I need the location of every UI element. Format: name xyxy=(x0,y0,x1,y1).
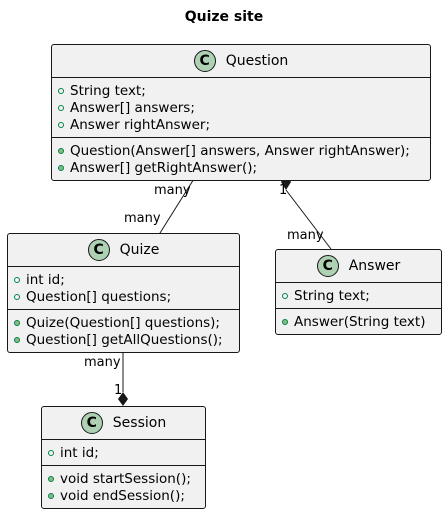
label-quize-session-to: 1 xyxy=(114,383,122,398)
class-question-attributes: String text; Answer[] answers; Answer ri… xyxy=(52,78,430,137)
public-attribute-icon xyxy=(282,292,288,299)
public-method-icon xyxy=(48,492,54,499)
attribute-row: int id; xyxy=(14,271,233,288)
edge-question-answer xyxy=(285,189,332,250)
public-method-icon xyxy=(282,318,288,325)
method-row: Question[] getAllQuestions(); xyxy=(14,331,233,348)
class-session-name: Session xyxy=(112,415,167,431)
diagram-title: Quize site xyxy=(184,9,264,25)
class-answer-name: Answer xyxy=(348,258,401,274)
attribute-text: Answer[] answers; xyxy=(70,99,195,116)
method-text: void endSession(); xyxy=(60,487,185,504)
method-text: Answer(String text) xyxy=(294,313,426,330)
method-row: Question(Answer[] answers, Answer rightA… xyxy=(58,142,424,159)
label-quize-session-from: many xyxy=(84,355,121,370)
class-badge-icon: C xyxy=(80,412,103,434)
method-row: void endSession(); xyxy=(48,487,199,504)
class-question: C Question String text; Answer[] answers… xyxy=(51,44,431,181)
attribute-row: int id; xyxy=(48,444,199,461)
method-text: void startSession(); xyxy=(60,470,191,487)
class-session-methods: void startSession(); void endSession(); xyxy=(42,465,205,508)
class-question-header: C Question xyxy=(52,45,430,78)
class-badge-icon: C xyxy=(193,50,216,72)
class-badge-icon: C xyxy=(87,239,110,261)
public-method-icon xyxy=(48,475,54,482)
method-row: Quize(Question[] questions); xyxy=(14,314,233,331)
attribute-text: String text; xyxy=(294,287,370,304)
method-text: Answer[] getRightAnswer(); xyxy=(70,159,258,176)
class-answer: C Answer String text; Answer(String text… xyxy=(275,249,442,335)
public-attribute-icon xyxy=(58,104,64,111)
class-question-methods: Question(Answer[] answers, Answer rightA… xyxy=(52,137,430,180)
class-quize: C Quize int id; Question[] questions; Qu… xyxy=(7,233,240,353)
public-attribute-icon xyxy=(14,276,20,283)
public-method-icon xyxy=(14,336,20,343)
class-quize-name: Quize xyxy=(119,242,160,258)
class-question-name: Question xyxy=(225,53,289,69)
attribute-row: String text; xyxy=(58,82,424,99)
method-row: Answer[] getRightAnswer(); xyxy=(58,159,424,176)
class-quize-header: C Quize xyxy=(8,234,239,267)
public-attribute-icon xyxy=(48,449,54,456)
method-text: Question[] getAllQuestions(); xyxy=(26,331,223,348)
attribute-row: Answer rightAnswer; xyxy=(58,116,424,133)
public-attribute-icon xyxy=(58,87,64,94)
attribute-row: Question[] questions; xyxy=(14,288,233,305)
class-session: C Session int id; void startSession(); v… xyxy=(41,406,206,509)
class-answer-attributes: String text; xyxy=(276,283,441,308)
attribute-row: Answer[] answers; xyxy=(58,99,424,116)
class-answer-methods: Answer(String text) xyxy=(276,308,441,334)
class-answer-header: C Answer xyxy=(276,250,441,283)
label-question-answer-to: many xyxy=(287,228,324,243)
attribute-text: Answer rightAnswer; xyxy=(70,116,211,133)
class-session-header: C Session xyxy=(42,407,205,440)
public-method-icon xyxy=(14,319,20,326)
class-quize-methods: Quize(Question[] questions); Question[] … xyxy=(8,309,239,352)
edge-question-quize xyxy=(159,173,198,234)
class-quize-attributes: int id; Question[] questions; xyxy=(8,267,239,309)
method-text: Quize(Question[] questions); xyxy=(26,314,220,331)
public-attribute-icon xyxy=(58,121,64,128)
composition-diamond-session xyxy=(118,392,128,406)
attribute-text: int id; xyxy=(60,444,99,461)
method-text: Question(Answer[] answers, Answer rightA… xyxy=(70,142,410,159)
public-attribute-icon xyxy=(14,293,20,300)
label-question-quize-from: many xyxy=(154,183,191,198)
public-method-icon xyxy=(58,147,64,154)
method-row: void startSession(); xyxy=(48,470,199,487)
attribute-text: Question[] questions; xyxy=(26,288,172,305)
attribute-text: String text; xyxy=(70,82,146,99)
label-question-answer-from: 1 xyxy=(279,183,287,198)
label-question-quize-to: many xyxy=(124,211,161,226)
public-method-icon xyxy=(58,164,64,171)
method-row: Answer(String text) xyxy=(282,313,435,330)
class-session-attributes: int id; xyxy=(42,440,205,465)
attribute-text: int id; xyxy=(26,271,65,288)
class-badge-icon: C xyxy=(316,255,339,277)
attribute-row: String text; xyxy=(282,287,435,304)
